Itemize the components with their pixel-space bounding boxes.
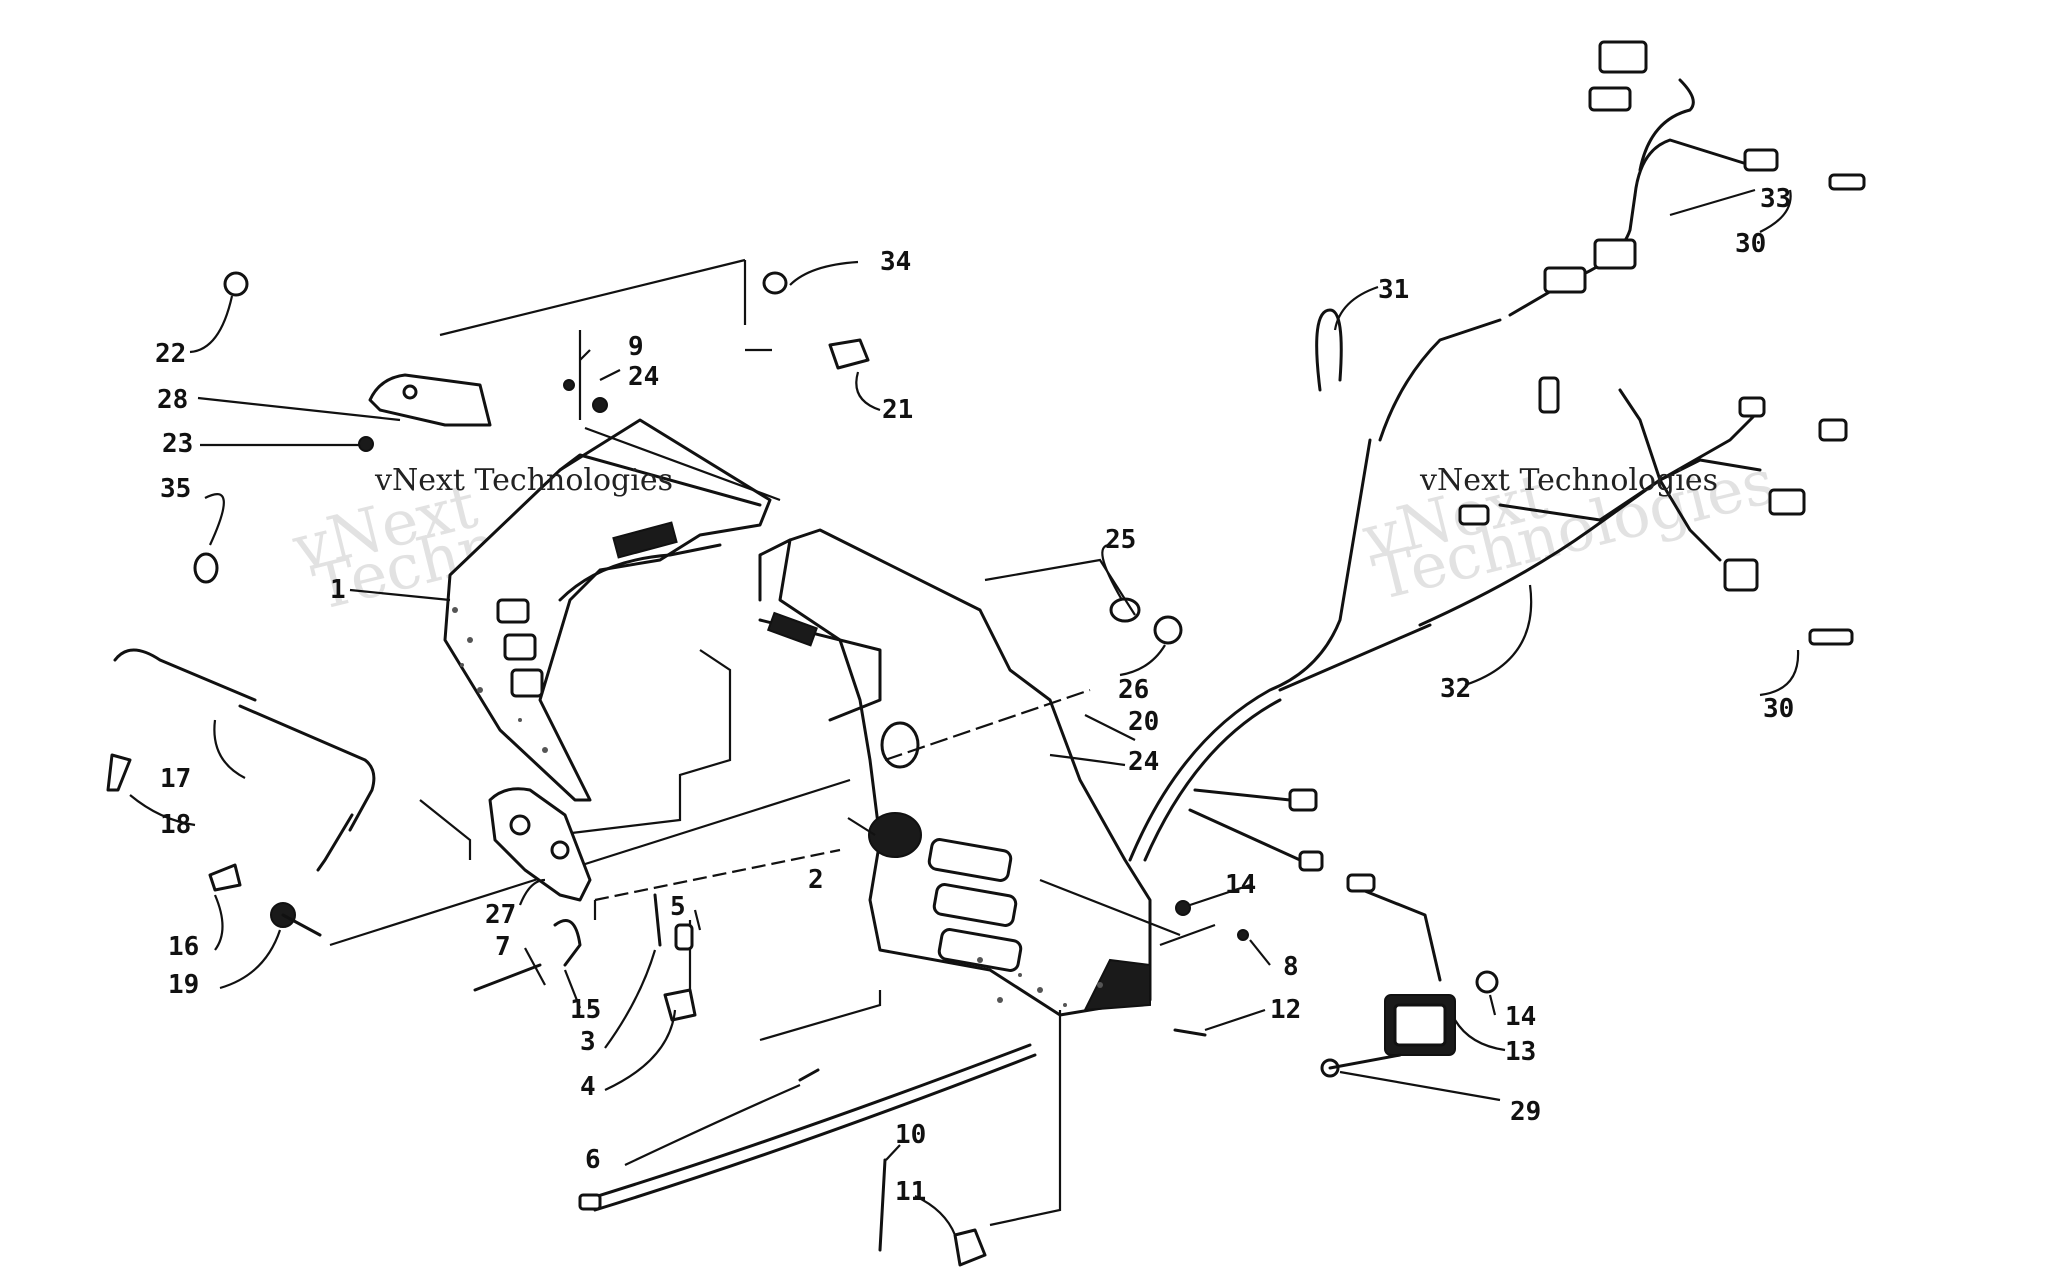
callout-5: 5: [670, 892, 686, 922]
small-components-left: [106, 271, 1037, 1267]
callout-19: 19: [168, 970, 199, 1000]
hood-part-1: [443, 418, 772, 802]
callout-20: 20: [1128, 707, 1159, 737]
callout-35: 35: [160, 474, 191, 504]
callout-8: 8: [1283, 952, 1299, 982]
small-components-top: [563, 271, 1249, 1037]
callout-15: 15: [570, 995, 601, 1025]
callout-32: 32: [1440, 674, 1471, 704]
callout-1: 1: [330, 575, 346, 605]
callout-30-lower: 30: [1763, 694, 1794, 724]
callout-29: 29: [1510, 1097, 1541, 1127]
callout-31: 31: [1378, 275, 1409, 305]
callout-16: 16: [168, 932, 199, 962]
callout-2: 2: [808, 865, 824, 895]
watermark-left: vNext Technologies: [374, 463, 673, 498]
callout-4: 4: [580, 1072, 596, 1102]
callout-23: 23: [162, 429, 193, 459]
callout-10: 10: [895, 1120, 926, 1150]
callout-6: 6: [585, 1145, 601, 1175]
callout-7: 7: [495, 932, 511, 962]
assembly-lines: [329, 258, 1216, 1227]
callout-labels: 1 2 3 4 5 6 7 8 9 10 11 12 13 14 14 15 1…: [155, 184, 1794, 1207]
leader-lines: [129, 188, 1800, 1236]
callout-25: 25: [1105, 525, 1136, 555]
callout-18: 18: [160, 810, 191, 840]
callout-28: 28: [157, 385, 188, 415]
watermark-right: vNext Technologies: [1419, 463, 1718, 498]
callout-14-upper: 14: [1225, 870, 1256, 900]
callout-12: 12: [1270, 995, 1301, 1025]
callout-24-lower: 24: [1128, 747, 1159, 777]
console-part-2: [758, 528, 1152, 1017]
wiring-harness: [1128, 40, 1866, 1078]
callout-9: 9: [628, 332, 644, 362]
callout-24-upper: 24: [628, 362, 659, 392]
callout-26: 26: [1118, 675, 1149, 705]
callout-34: 34: [880, 247, 911, 277]
callout-21: 21: [882, 395, 913, 425]
callout-14-lower: 14: [1505, 1002, 1536, 1032]
callout-3: 3: [580, 1027, 596, 1057]
callout-13: 13: [1505, 1037, 1536, 1067]
callout-30-upper: 30: [1735, 229, 1766, 259]
callout-27: 27: [485, 900, 516, 930]
callout-17: 17: [160, 764, 191, 794]
callout-33: 33: [1760, 184, 1791, 214]
callout-11: 11: [895, 1177, 926, 1207]
callout-22: 22: [155, 339, 186, 369]
